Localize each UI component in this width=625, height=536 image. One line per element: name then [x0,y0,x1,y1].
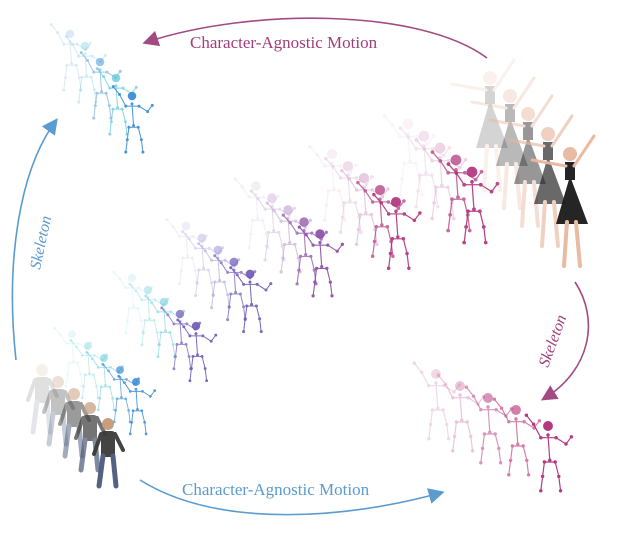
skeleton-figure-icon [340,168,390,246]
right-arrow [540,281,590,401]
skeleton-figure-icon [398,126,452,209]
bottom-arrow-label: Character-Agnostic Motion [182,480,370,499]
top-arrow [142,17,488,59]
skeleton-figure-icon [356,180,406,258]
skeleton-figure-icon [181,230,225,298]
skeleton-figure-icon [281,213,328,286]
skeleton-figure-icon [492,397,542,477]
skeleton-figure-icon [372,192,422,270]
skeleton-figure-icon [213,254,257,322]
skeleton-figure-icon [79,51,122,120]
skeleton-figure-icon [112,270,154,335]
skeleton-figure-icon [464,385,514,465]
skeleton-figure-icon [95,67,138,136]
left-arrow [11,118,58,361]
skeleton-figure-icon [101,362,141,424]
right-arrow-label: Skeleton [536,313,571,370]
walking-man-icon [26,364,125,489]
skeleton-figure-icon [85,350,125,412]
skeleton-figure-icon [111,85,154,154]
skeleton-figure-icon [165,218,209,286]
skeleton-figure-icon [446,162,500,245]
bottom-arrow [139,479,445,516]
skeleton-figure-icon [382,114,436,197]
skeleton-figure-icon [117,374,157,436]
skeleton-figure-icon [197,242,241,310]
skeleton-figure-icon [297,225,344,298]
skeleton-figure-icon [414,138,468,221]
skeleton-figure-icon [324,156,374,234]
left-arrow-label: Skeleton [27,214,55,271]
skeleton-figure-icon [53,326,93,388]
skeleton-figure-icon [229,266,273,334]
skeleton-figure-icon [233,177,280,250]
skeleton-figure-icon [412,361,462,441]
skeleton-figure-icon [160,306,202,371]
skeleton-figure-icon [430,150,484,233]
skeleton-figure-icon [144,294,186,359]
skeleton-figure-icon [128,282,170,347]
skeleton-figure-icon [308,144,358,222]
ballet-dancer-icon [450,58,596,268]
skeleton-figure-icon [524,413,574,493]
skeleton-figure-icon [49,23,92,92]
skeleton-figure-icon [176,318,218,383]
skeleton-figures-layer [49,23,574,493]
top-arrow-label: Character-Agnostic Motion [190,33,378,52]
